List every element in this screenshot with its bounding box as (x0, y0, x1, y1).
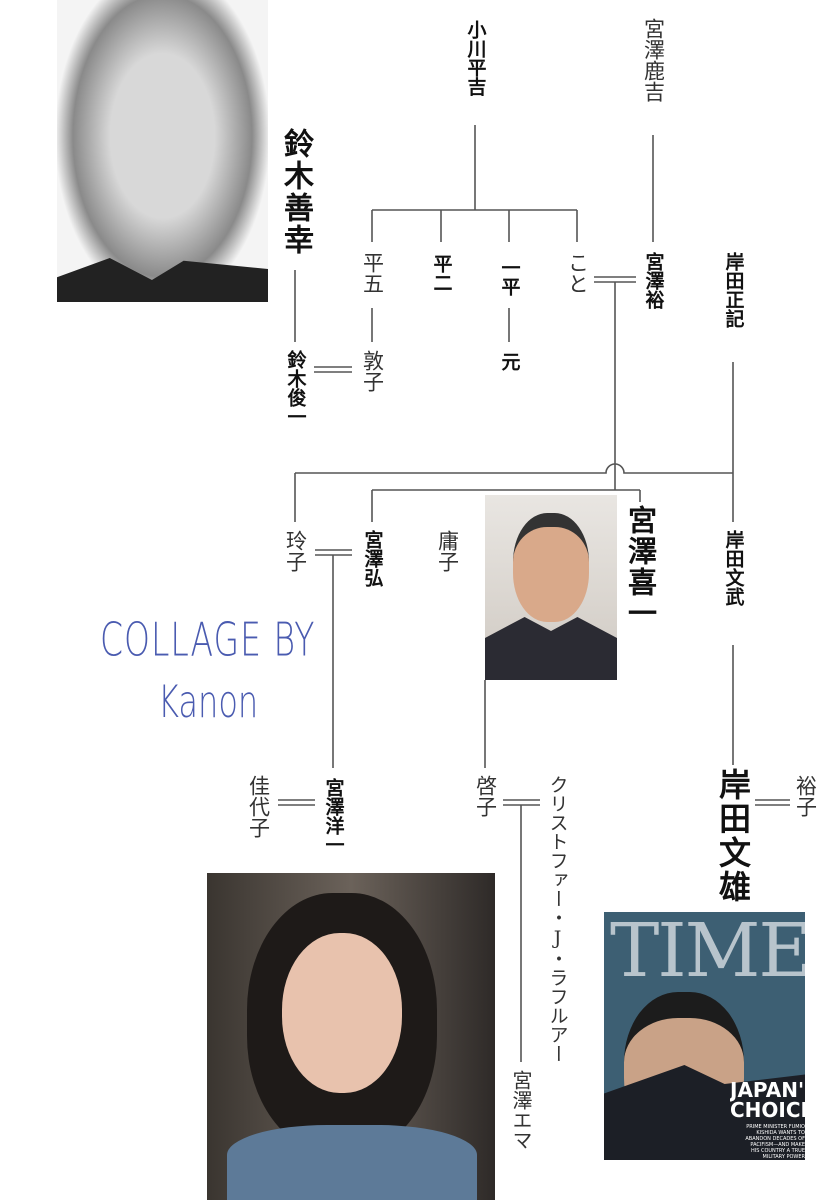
name-christopher-lafleur: クリストファー・J・ラフルアー (546, 775, 569, 1063)
name-ogawa-heikichi: 小川平吉 (464, 20, 487, 96)
time-magazine-cover: TIME JAPAN'S CHOICE PRIME MINISTER FUMIO… (604, 912, 805, 1160)
name-kishida-fumio: 岸田文雄 (714, 768, 752, 904)
name-miyazawa-emma: 宮澤エマ (509, 1070, 533, 1150)
name-heiji: 平二 (430, 254, 453, 292)
name-yuko: 裕子 (793, 775, 818, 817)
name-suzuki-shunichi: 鈴木俊一 (284, 350, 307, 426)
name-kishida-fumitake: 岸田文武 (722, 530, 745, 606)
name-kayoko: 佳代子 (246, 775, 271, 838)
name-miyazawa-yutaka: 宮澤裕 (642, 252, 665, 309)
miyazawa-emma-photo (207, 873, 495, 1200)
name-kishida-masaki: 岸田正記 (722, 252, 745, 328)
time-blurb: PRIME MINISTER FUMIO KISHIDA WANTS TO AB… (745, 1124, 805, 1158)
name-miyazawa-yoichi: 宮澤洋一 (322, 778, 345, 854)
time-masthead: TIME (610, 912, 805, 994)
name-atsuko: 敦子 (360, 350, 385, 392)
name-ippei: 一平 (498, 258, 521, 296)
name-miyazawa-shikakichi: 宮澤鹿吉 (641, 18, 666, 102)
name-miyazawa-kiichi: 宮澤喜一 (623, 505, 658, 629)
time-headline-1: JAPAN'S (730, 1080, 805, 1102)
collage-credit-line2: Kanon (158, 675, 259, 729)
name-suzuki-zenko: 鈴木善幸 (278, 128, 313, 256)
time-headline-2: CHOICE (730, 1098, 805, 1120)
suzuki-zenko-portrait (57, 0, 268, 302)
miyazawa-kiichi-photo (485, 495, 617, 680)
name-heigo: 平五 (360, 252, 385, 294)
collage-credit-line1: COLLAGE BY (100, 612, 316, 667)
name-koto: こと (565, 252, 590, 294)
name-reiko: 玲子 (283, 530, 308, 572)
name-gen: 元 (498, 352, 521, 371)
name-yoko: 庸子 (435, 530, 460, 572)
name-miyazawa-hiroshi: 宮澤弘 (361, 530, 384, 587)
name-keiko: 啓子 (473, 775, 498, 817)
